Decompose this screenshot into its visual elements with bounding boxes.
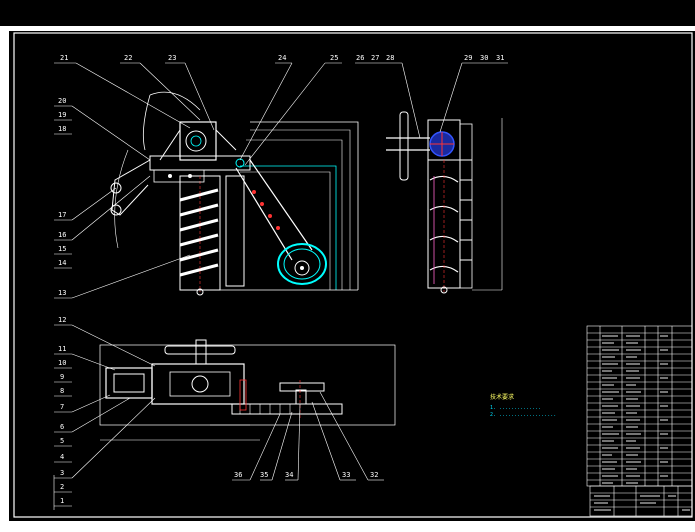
- balloon-28: 28: [386, 54, 394, 62]
- balloon-labels-left-upper: 20 19 18 17 16 15 14 13: [58, 97, 66, 297]
- left-border-strip: [0, 31, 9, 521]
- balloon-26: 26: [356, 54, 364, 62]
- balloon-15: 15: [58, 245, 66, 253]
- front-view: [110, 91, 359, 296]
- leader-lines: [53, 62, 508, 510]
- balloon-17: 17: [58, 211, 66, 219]
- balloon-19: 19: [58, 111, 66, 119]
- balloon-31: 31: [496, 54, 504, 62]
- tech-note-line-2: 2. ...................: [490, 412, 556, 418]
- technical-notes: 技术要求 1. .............. 2. ..............…: [490, 393, 556, 418]
- balloon-4: 4: [60, 453, 64, 461]
- balloon-labels-left-lower: 12 11 10 9 8 7 6 5 4 3 2 1: [58, 316, 66, 505]
- balloon-6: 6: [60, 423, 64, 431]
- balloon-1: 1: [60, 497, 64, 505]
- balloon-3: 3: [60, 469, 64, 477]
- balloon-9: 9: [60, 373, 64, 381]
- balloon-5: 5: [60, 437, 64, 445]
- balloon-27: 27: [371, 54, 379, 62]
- top-border-strip: [0, 26, 695, 31]
- balloon-14: 14: [58, 259, 66, 267]
- balloon-labels-top: 21 22 23 24 25 26 27 28 29 30 31: [60, 54, 504, 62]
- balloon-36: 36: [234, 471, 242, 479]
- parts-list-table: [586, 325, 693, 517]
- tech-note-line-1: 1. ..............: [490, 405, 541, 411]
- balloon-20: 20: [58, 97, 66, 105]
- side-view: [386, 111, 503, 294]
- balloon-16: 16: [58, 231, 66, 239]
- balloon-11: 11: [58, 345, 66, 353]
- tech-notes-title: 技术要求: [490, 393, 514, 401]
- balloon-13: 13: [58, 289, 66, 297]
- balloon-22: 22: [124, 54, 132, 62]
- bottom-border-strip: [0, 521, 695, 532]
- balloon-34: 34: [285, 471, 293, 479]
- balloon-24: 24: [278, 54, 286, 62]
- balloon-8: 8: [60, 387, 64, 395]
- balloon-30: 30: [480, 54, 488, 62]
- top-view: [99, 339, 396, 441]
- balloon-18: 18: [58, 125, 66, 133]
- balloon-29: 29: [464, 54, 472, 62]
- balloon-12: 12: [58, 316, 66, 324]
- balloon-32: 32: [370, 471, 378, 479]
- balloon-2: 2: [60, 483, 64, 491]
- balloon-25: 25: [330, 54, 338, 62]
- drawing-frame: [13, 32, 693, 518]
- balloon-labels-bottom: 36 35 34 33 32: [234, 471, 378, 479]
- balloon-33: 33: [342, 471, 350, 479]
- balloon-21: 21: [60, 54, 68, 62]
- balloon-23: 23: [168, 54, 176, 62]
- balloon-10: 10: [58, 359, 66, 367]
- balloon-35: 35: [260, 471, 268, 479]
- balloon-7: 7: [60, 403, 64, 411]
